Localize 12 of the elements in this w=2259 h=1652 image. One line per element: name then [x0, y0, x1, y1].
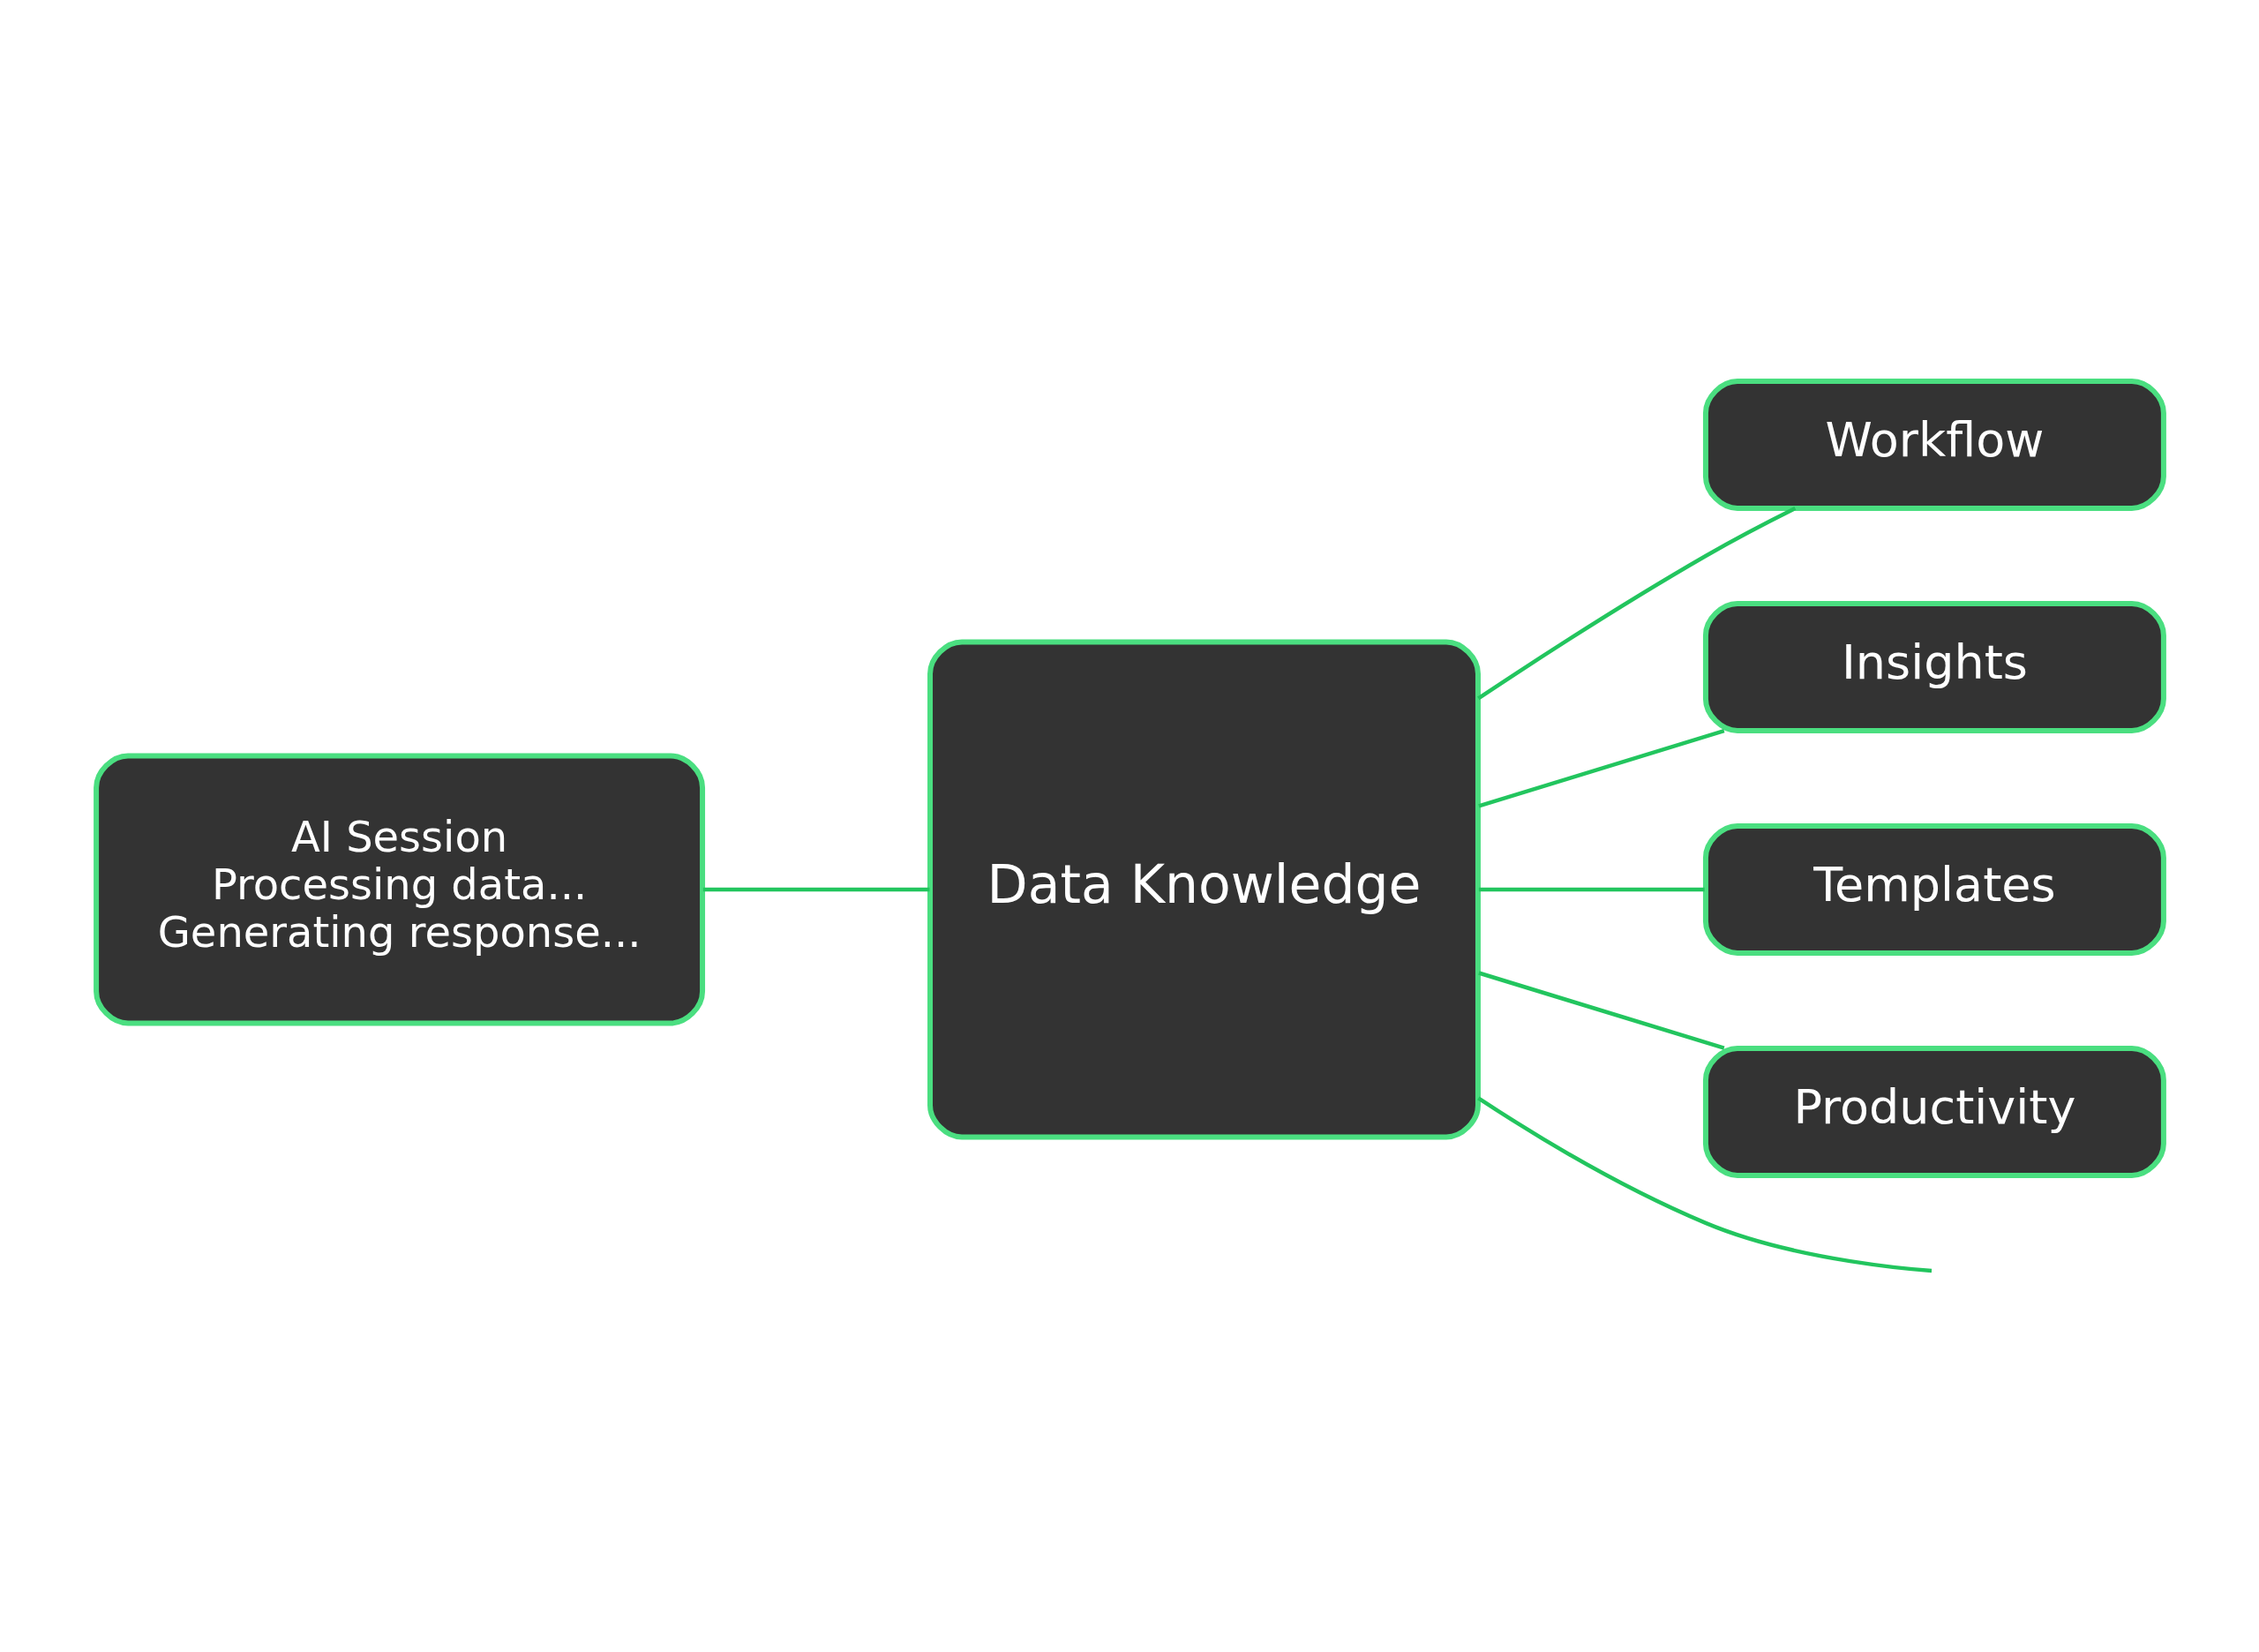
- connector: [1477, 970, 1724, 1050]
- connector: [702, 887, 929, 891]
- node-box: Productivity: [1702, 1045, 2166, 1178]
- node-box: Workflow: [1702, 378, 2166, 511]
- node-box: Templates: [1702, 822, 2166, 956]
- connector: [1476, 1095, 1932, 1273]
- node-box: Data Knowledge: [927, 639, 1481, 1139]
- connector: [1478, 887, 1705, 891]
- node-box: Insights: [1702, 600, 2166, 733]
- connector: [1476, 506, 1796, 700]
- node-box: AI Session Processing data... Generating response...: [93, 752, 705, 1025]
- connector: [1477, 728, 1724, 808]
